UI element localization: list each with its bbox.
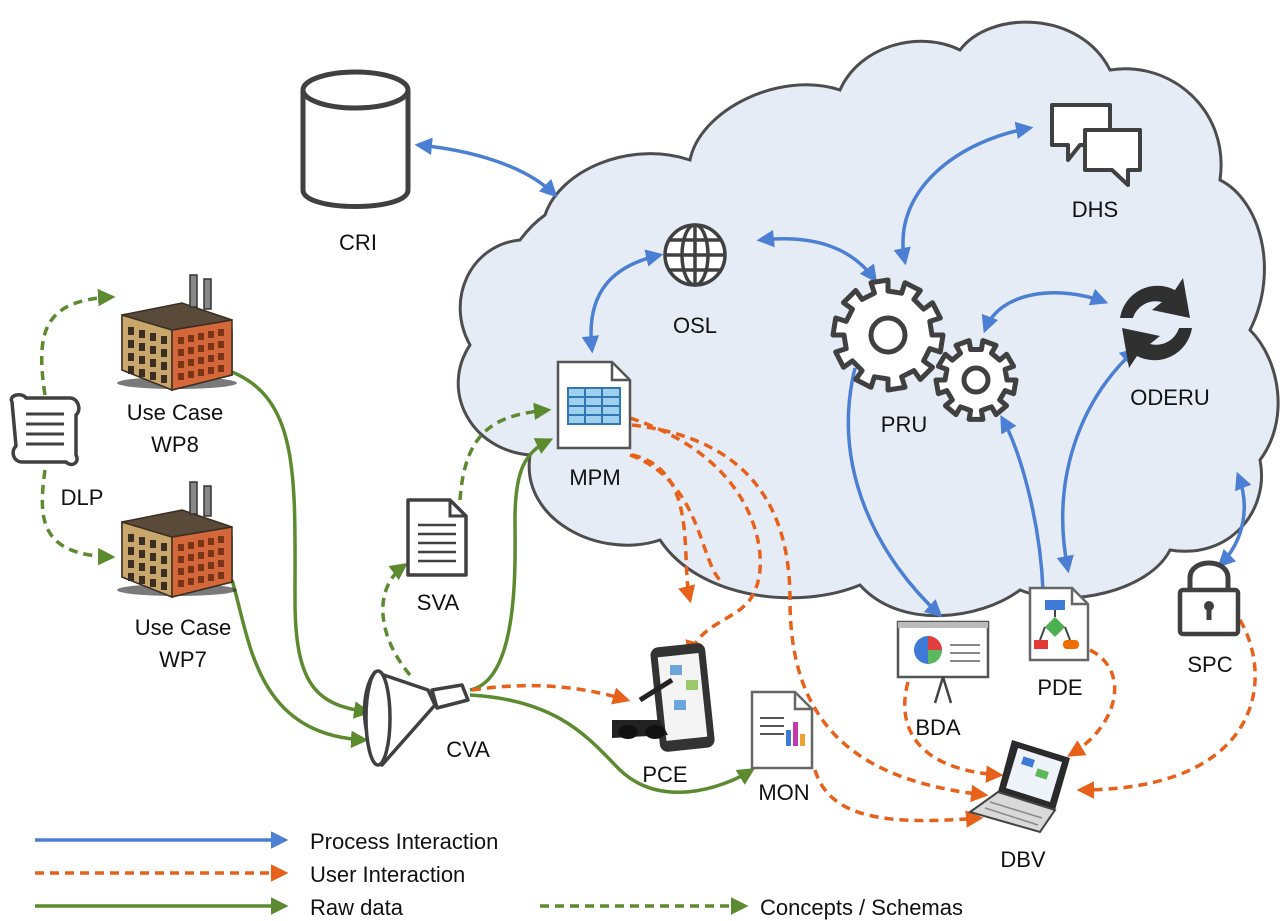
cri-label: CRI [339, 230, 377, 255]
dbv-label: DBV [1000, 847, 1046, 872]
spreadsheet-document-icon [556, 360, 632, 450]
mpm-label: MPM [569, 465, 620, 490]
flowchart-document-icon [1028, 586, 1090, 662]
osl-label: OSL [673, 313, 717, 338]
legend: Process Interaction User Interaction Raw… [35, 829, 963, 920]
dlp-label: DLP [61, 485, 104, 510]
cva-label: CVA [446, 737, 490, 762]
user-arrows [471, 416, 1257, 828]
mon-label: MON [758, 780, 809, 805]
pce-label: PCE [642, 762, 687, 787]
dhs-label: DHS [1072, 197, 1118, 222]
use-case-wp7-label-line2: WP7 [159, 647, 207, 672]
database-icon [300, 69, 411, 209]
legend-user-label: User Interaction [310, 862, 465, 887]
presentation-board-icon [896, 620, 990, 704]
legend-raw-label: Raw data [310, 895, 404, 920]
padlock-icon [1177, 560, 1241, 637]
pru-label: PRU [881, 412, 927, 437]
globe-icon [663, 223, 727, 287]
funnel-icon [362, 669, 470, 767]
use-case-wp8-label-line1: Use Case [127, 400, 224, 425]
factory-wp7-icon [117, 481, 237, 599]
chat-bubbles-icon [1050, 103, 1142, 187]
legend-concepts-label: Concepts / Schemas [760, 895, 963, 920]
pde-label: PDE [1037, 675, 1082, 700]
sva-label: SVA [417, 590, 460, 615]
oderu-label: ODERU [1130, 385, 1209, 410]
tablet-glasses-icon [612, 643, 715, 752]
concept-arrows [39, 288, 552, 677]
use-case-wp7-label-line1: Use Case [135, 615, 232, 640]
process-arrows [414, 121, 1252, 618]
report-document-icon [750, 690, 814, 770]
factory-wp8-icon [117, 274, 237, 392]
bda-label: BDA [915, 715, 961, 740]
scroll-document-icon [9, 393, 81, 467]
raw-data-arrows [230, 370, 755, 794]
legend-process-label: Process Interaction [310, 829, 498, 854]
use-case-wp8-label-line2: WP8 [151, 432, 199, 457]
refresh-icon [1120, 278, 1192, 368]
laptop-icon [967, 740, 1070, 834]
spc-label: SPC [1187, 652, 1232, 677]
document-icon [406, 498, 468, 577]
gears-icon [830, 277, 1019, 422]
